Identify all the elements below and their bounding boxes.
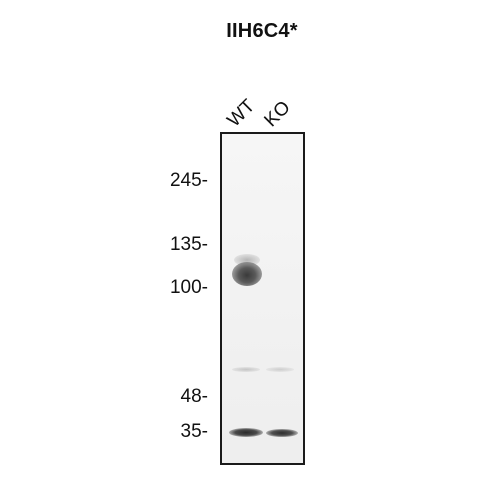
- wt-band-110: [232, 262, 262, 286]
- wt-faint-band: [232, 367, 260, 372]
- marker-48: 48-: [180, 386, 208, 407]
- ko-faint-band: [266, 367, 294, 372]
- lane-label-wt: WT: [223, 95, 260, 132]
- ko-band-35: [266, 429, 298, 437]
- antibody-title: IIH6C4*: [226, 20, 298, 42]
- marker-100: 100-: [169, 277, 208, 298]
- marker-35: 35-: [180, 421, 208, 442]
- lane-label-ko: KO: [260, 97, 295, 132]
- marker-135: 135-: [169, 234, 208, 255]
- wt-band-haze: [234, 254, 260, 266]
- blot-membrane: [220, 132, 305, 465]
- wt-band-35: [229, 428, 263, 437]
- marker-245: 245-: [169, 170, 208, 191]
